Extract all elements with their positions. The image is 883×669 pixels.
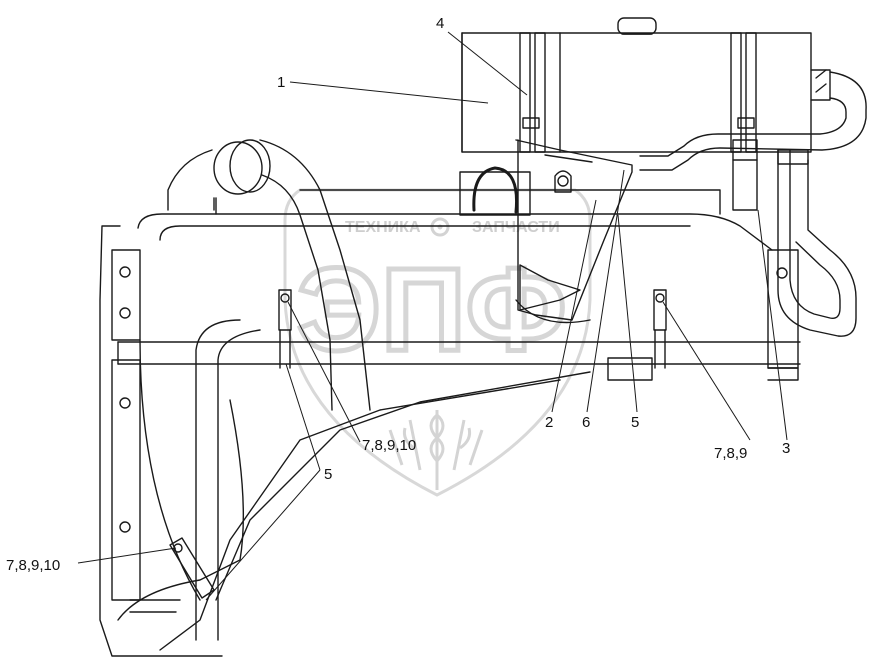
watermark-word-left: ТЕХНИКА <box>345 219 421 236</box>
radiator-frame-left <box>99 225 223 657</box>
upper-hose <box>167 139 371 411</box>
vapour-pipe <box>639 71 867 171</box>
pipe-clamp-left <box>278 289 292 369</box>
callout-labels: 1 4 2 6 5 5 3 7,8,9 7,8,9,10 7,8,9,10 <box>6 15 790 574</box>
drawing-linework <box>99 17 867 657</box>
center-connector <box>515 264 591 324</box>
watermark-shield-outline <box>283 188 592 497</box>
radiator-top-tank <box>137 189 773 251</box>
fan-shroud <box>117 339 245 621</box>
pipe-clamp-lower-left <box>169 537 215 599</box>
callout-7-8-9: 7,8,9 <box>714 445 747 462</box>
callout-6: 6 <box>582 414 590 431</box>
callout-7-8-9-10-left: 7,8,9,10 <box>6 557 60 574</box>
callout-5-left: 5 <box>324 466 332 483</box>
callout-5-right: 5 <box>631 414 639 431</box>
watermark-word-right: ЗАПЧАСТИ <box>472 219 560 236</box>
watermark-monogram: ЭПФ <box>297 244 566 376</box>
lower-pipe <box>159 319 591 651</box>
hose-loop <box>472 166 519 214</box>
callout-2: 2 <box>545 414 553 431</box>
tank-bracket-right <box>732 139 758 211</box>
callout-1: 1 <box>277 74 285 91</box>
watermark-logo: ТЕХНИКА ЗАПЧАСТИ ЭПФ <box>283 188 592 497</box>
coolant-pipe-right <box>777 149 857 337</box>
pipe-clamp-right <box>653 289 667 369</box>
callout-4: 4 <box>436 15 444 32</box>
expansion-tank <box>461 17 831 153</box>
wheat-ear-icon <box>388 410 484 490</box>
lower-bracket-box <box>607 357 653 381</box>
cross-tube <box>117 341 801 365</box>
leader-lines <box>77 31 788 601</box>
gear-icon <box>430 217 450 237</box>
callout-7-8-9-10-center: 7,8,9,10 <box>362 437 416 454</box>
radiator-frame-right <box>767 249 799 381</box>
callout-3: 3 <box>782 440 790 457</box>
hose-block <box>459 171 531 216</box>
